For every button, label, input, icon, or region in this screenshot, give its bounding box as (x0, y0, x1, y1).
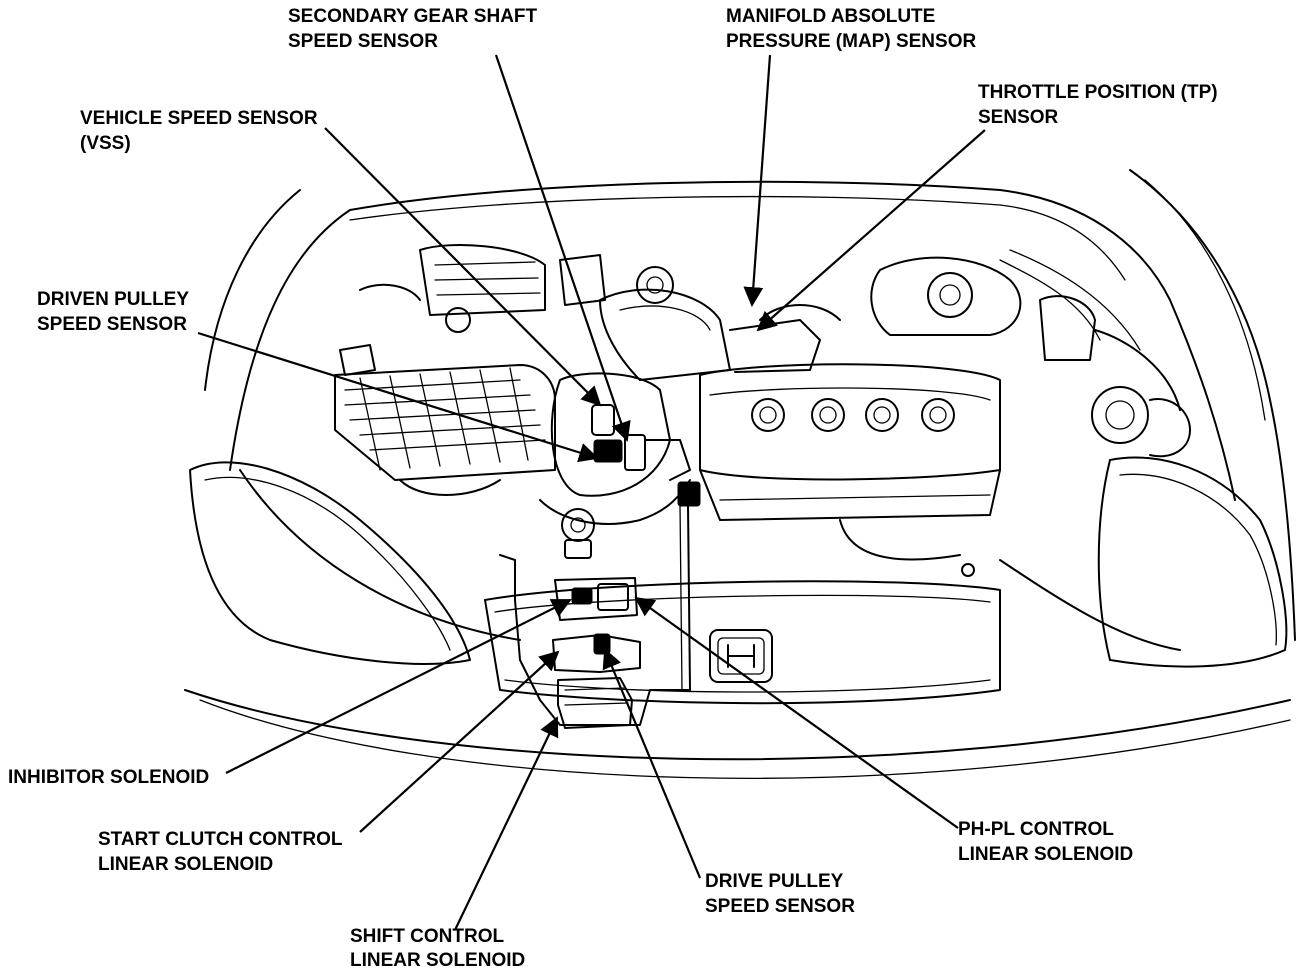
label-map-sensor: MANIFOLD ABSOLUTE PRESSURE (MAP) SENSOR (726, 6, 976, 52)
left-engine-components (359, 244, 606, 333)
leader-secondary-gear-shaft (494, 54, 631, 442)
leader-lines (197, 54, 986, 931)
label-secondary-gear-shaft: SECONDARY GEAR SHAFT SPEED SENSOR (288, 6, 538, 52)
leader-tp-sensor (756, 129, 986, 332)
label-line: SECONDARY GEAR SHAFT (288, 6, 538, 27)
label-line: LINEAR SOLENOID (958, 844, 1133, 865)
leader-ph-pl-control (634, 596, 959, 829)
label-line: SHIFT CONTROL (350, 926, 504, 947)
right-headlight (1097, 456, 1288, 668)
label-line: LINEAR SOLENOID (98, 854, 273, 875)
label-line: SENSOR (978, 107, 1059, 128)
leader-shift-control (454, 716, 559, 931)
label-line: SPEED SENSOR (37, 314, 187, 335)
label-line: PRESSURE (MAP) SENSOR (726, 31, 976, 52)
label-line: (VSS) (80, 133, 131, 154)
label-line: PH-PL CONTROL (958, 819, 1114, 840)
leader-vss (324, 127, 602, 407)
leader-map-sensor (743, 54, 772, 307)
label-vss: VEHICLE SPEED SENSOR (VSS) (80, 108, 318, 154)
leader-drive-pulley (602, 648, 702, 879)
left-headlight (189, 461, 471, 665)
valve-cover (699, 363, 1001, 561)
label-line: SPEED SENSOR (705, 896, 855, 917)
label-line: START CLUTCH CONTROL (98, 829, 343, 850)
label-driven-pulley: DRIVEN PULLEY SPEED SENSOR (37, 289, 189, 335)
front-grille (484, 580, 1001, 705)
label-ph-pl-control: PH-PL CONTROL LINEAR SOLENOID (958, 819, 1133, 865)
label-tp-sensor: THROTTLE POSITION (TP) SENSOR (978, 82, 1218, 128)
label-line: LINEAR SOLENOID (350, 950, 525, 971)
intake-manifold (599, 266, 841, 381)
label-drive-pulley: DRIVE PULLEY SPEED SENSOR (705, 871, 855, 917)
right-engine-components (870, 249, 1191, 577)
label-line: INHIBITOR SOLENOID (8, 767, 209, 788)
air-cleaner-box (334, 344, 556, 496)
label-line: MANIFOLD ABSOLUTE (726, 6, 935, 27)
leader-inhibitor-solenoid (225, 599, 572, 774)
leader-driven-pulley (197, 331, 599, 463)
car-body-outline (184, 169, 1296, 779)
transmission-sensor-cluster (539, 372, 701, 691)
label-line: DRIVE PULLEY (705, 871, 844, 892)
label-inhibitor-solenoid: INHIBITOR SOLENOID (8, 767, 209, 788)
label-line: DRIVEN PULLEY (37, 289, 189, 310)
label-line: VEHICLE SPEED SENSOR (80, 108, 318, 129)
label-start-clutch: START CLUTCH CONTROL LINEAR SOLENOID (98, 829, 343, 875)
label-shift-control: SHIFT CONTROL LINEAR SOLENOID (350, 926, 525, 971)
label-line: SPEED SENSOR (288, 31, 438, 52)
leader-start-clutch (359, 650, 560, 833)
label-line: THROTTLE POSITION (TP) (978, 82, 1218, 103)
